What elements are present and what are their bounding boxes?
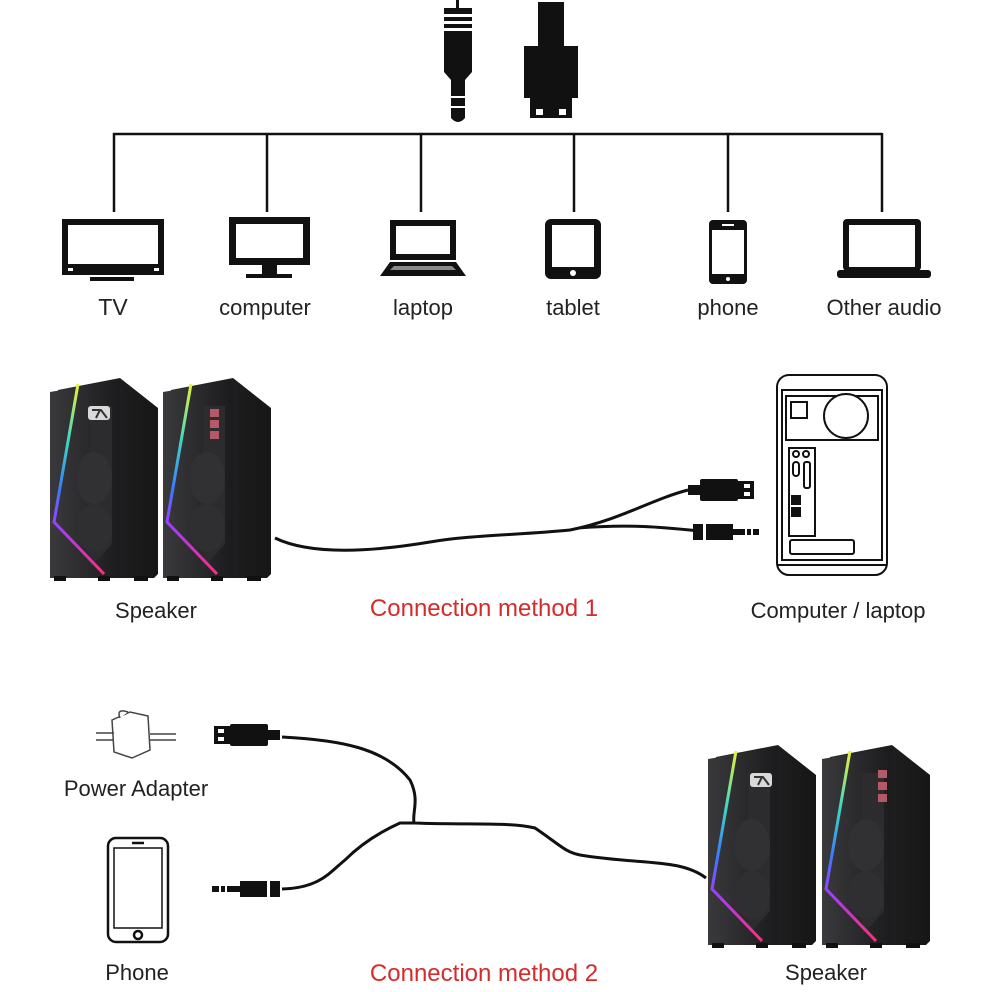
usb-plug-icon: [214, 724, 280, 746]
laptop-open-icon: [837, 219, 931, 278]
phone-label: Phone: [105, 960, 169, 985]
device-label-other-audio: Other audio: [826, 295, 942, 320]
connection-method-1-title: Connection method 1: [369, 595, 599, 622]
audio-plug-icon: [212, 881, 280, 897]
cable-method-2: [281, 735, 707, 891]
usb-plug-icon: [688, 479, 754, 501]
distribution-tree: [112, 132, 884, 212]
device-label-phone: phone: [697, 295, 759, 320]
laptop-icon: [380, 220, 466, 276]
cable-method-1: [274, 488, 701, 552]
device-label-computer: computer: [219, 295, 311, 320]
speaker-control-buttons: [878, 770, 887, 802]
speaker-pair-1: [48, 376, 273, 583]
tablet-icon: [545, 219, 601, 279]
connection-method-2-title: Connection method 2: [369, 960, 599, 987]
redragon-logo-icon: [88, 406, 110, 420]
phone-icon: [709, 220, 747, 284]
speaker-control-buttons: [210, 409, 219, 439]
power-adapter-icon: [96, 710, 176, 759]
usb-plug-icon: [524, 2, 578, 118]
audio-plug-icon: [693, 524, 759, 540]
smartphone-icon: [106, 836, 170, 944]
device-label-tablet: tablet: [546, 295, 600, 320]
speaker-label-1: Speaker: [115, 598, 197, 623]
device-label-tv: TV: [98, 294, 128, 320]
device-label-laptop: laptop: [393, 295, 453, 320]
redragon-logo-icon: [750, 773, 772, 787]
audio-plug-icon: [444, 0, 472, 122]
speaker-pair-2: [706, 743, 932, 950]
computer-laptop-label: Computer / laptop: [750, 598, 926, 623]
monitor-icon: [229, 217, 310, 278]
power-adapter-label: Power Adapter: [63, 776, 209, 801]
pc-tower-icon: [776, 374, 888, 576]
speaker-label-2: Speaker: [785, 960, 867, 985]
tv-icon: [62, 219, 164, 281]
